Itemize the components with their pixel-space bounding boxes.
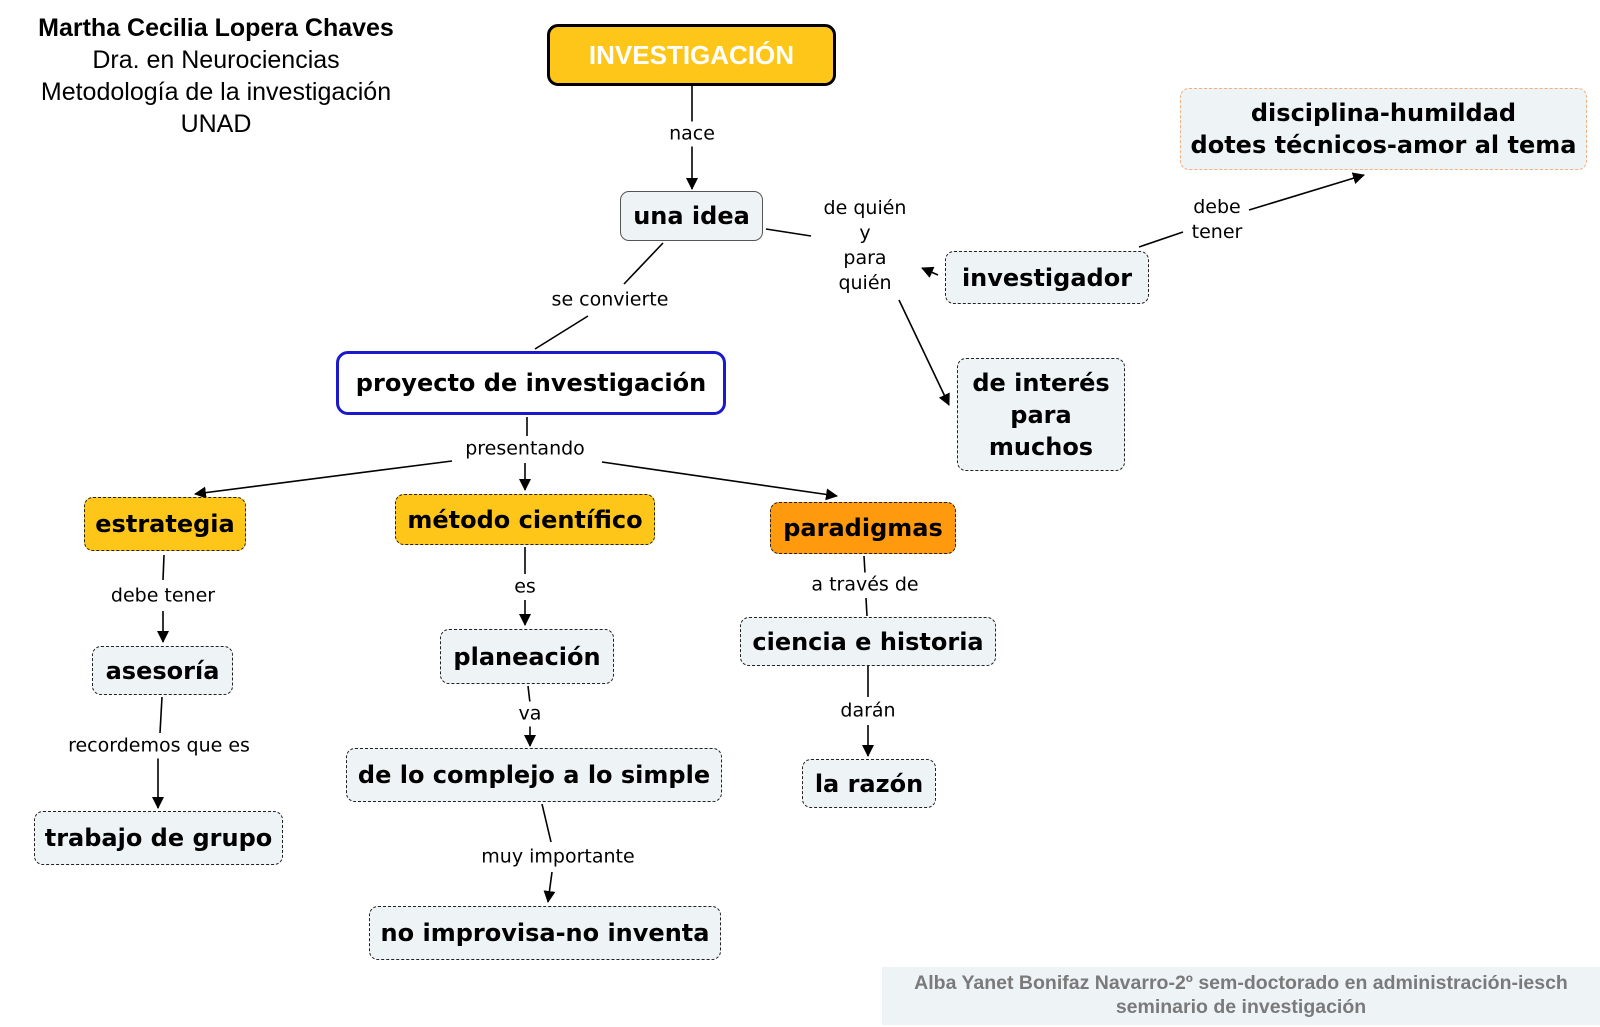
label-a-traves-de: a través de [810,572,920,598]
author-name: Martha Cecilia Lopera Chaves [38,14,394,42]
node-la-razon[interactable]: la razón [802,759,936,808]
node-una-idea[interactable]: una idea [620,191,763,241]
author-institution: UNAD [180,110,252,138]
link-asesoria-recordemos [159,696,163,734]
label-presentando: presentando [464,436,586,462]
label-daran: darán [839,698,897,724]
arrow-muyimportante-improvisa [543,871,556,903]
link-seconvierte-proyecto [534,315,589,350]
label-va: va [517,701,543,727]
link-complejo-muyimportante [541,803,552,843]
node-paradigmas[interactable]: paradigmas [770,502,956,554]
link-estrategia-debetener [162,554,165,581]
node-no-improvisa[interactable]: no improvisa-no inventa [369,906,721,960]
link-investigador-debetener [1138,231,1184,248]
arrow-presentando-estrategia [194,460,453,499]
node-cualidades[interactable]: disciplina-humildad dotes técnicos-amor … [1180,88,1587,170]
footer-credit: Alba Yanet Bonifaz Navarro-2º sem-doctor… [882,967,1600,1025]
footer-line-1: Alba Yanet Bonifaz Navarro-2º sem-doctor… [914,972,1568,994]
label-debe-tener-investigador: debe tener [1190,195,1244,245]
node-de-interes-para-muchos[interactable]: de interés para muchos [957,358,1125,471]
label-muy-importante: muy importante [480,844,636,870]
author-course: Metodología de la investigación [40,78,392,106]
link-idea-dequien [765,228,812,237]
label-recordemos-que-es: recordemos que es [67,733,251,759]
label-nace: nace [668,121,716,147]
arrow-debetener-cualidades [1248,172,1365,211]
arrow-dequien-interes [898,299,950,406]
label-es: es [513,574,537,600]
link-planeacion-va [527,685,531,704]
node-metodo-cientifico[interactable]: método científico [395,494,655,545]
node-investigacion[interactable]: INVESTIGACIÓN [547,24,836,86]
link-atraves-ciencia [865,597,868,617]
label-se-convierte: se convierte [550,287,670,313]
author-info: Martha Cecilia Lopera Chaves Dra. en Neu… [0,12,432,140]
node-proyecto-investigacion[interactable]: proyecto de investigación [336,351,726,415]
node-investigador[interactable]: investigador [945,251,1149,304]
label-de-quien-para-quien: de quién y para quién [822,196,908,296]
author-degree: Dra. en Neurociencias [92,46,340,74]
arrow-presentando-paradigmas [601,461,838,501]
footer-line-2: seminario de investigación [1115,996,1367,1018]
label-debe-tener: debe tener [109,583,217,609]
arrow-dequien-investigador [921,266,939,278]
link-idea-seconvierte [623,242,664,285]
node-ciencia-e-historia[interactable]: ciencia e historia [740,617,996,666]
node-estrategia[interactable]: estrategia [84,497,246,551]
node-asesoria[interactable]: asesoría [92,646,233,695]
node-complejo-a-simple[interactable]: de lo complejo a lo simple [346,748,722,802]
node-planeacion[interactable]: planeación [440,629,614,684]
node-trabajo-de-grupo[interactable]: trabajo de grupo [34,811,283,865]
link-paradigmas-atraves [863,555,866,574]
